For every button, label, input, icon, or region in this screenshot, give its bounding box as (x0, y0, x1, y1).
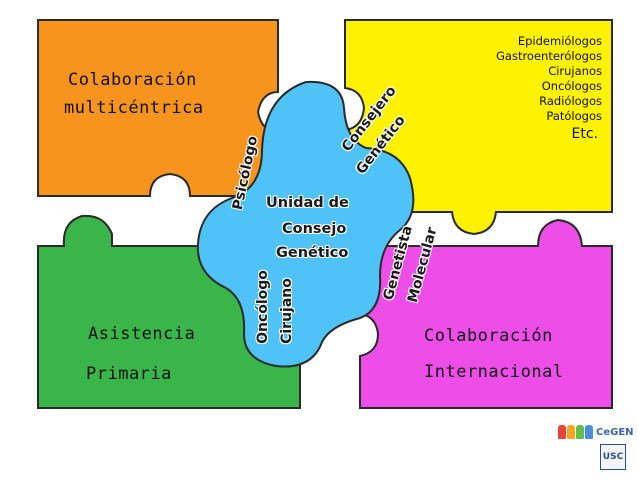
puzzle-piece-top-right (344, 19, 613, 236)
role-cirujano: Cirujano (278, 278, 295, 344)
list-item: Etc. (571, 126, 598, 142)
bottom-right-line1: Colaboración (424, 326, 553, 346)
list-item: Radiólogos (539, 94, 602, 108)
figure-icon (567, 425, 575, 439)
figure-icon (558, 425, 566, 439)
list-item: Epidemiólogos (517, 34, 602, 48)
list-item: Gastroenterólogos (496, 49, 602, 63)
list-item: Patólogos (546, 109, 602, 123)
puzzle-piece-bottom-right (359, 218, 613, 409)
bottom-left-line1: Asistencia (88, 324, 196, 344)
list-item: Cirujanos (548, 64, 602, 78)
figure-icon (585, 425, 593, 439)
specialists-list: Epidemiólogos Gastroenterólogos Cirujano… (442, 34, 602, 142)
puzzle-piece-center (196, 80, 415, 368)
cegen-logo-text: CeGEN (596, 426, 634, 438)
center-line1: Unidad de (266, 195, 349, 211)
list-item: Oncólogos (541, 79, 602, 93)
cegen-logo: CeGEN (558, 425, 634, 439)
bottom-right-line2: Internacional (424, 362, 564, 382)
role-oncologo: Oncólogo (254, 270, 271, 344)
top-left-line2: multicéntrica (64, 98, 204, 118)
center-line3: Genético (276, 245, 349, 261)
usc-logo: USC (600, 444, 626, 470)
top-left-line1: Colaboración (68, 70, 197, 90)
bottom-left-line2: Primaria (86, 364, 172, 384)
center-line2: Consejo (282, 221, 347, 237)
figure-icon (576, 425, 584, 439)
